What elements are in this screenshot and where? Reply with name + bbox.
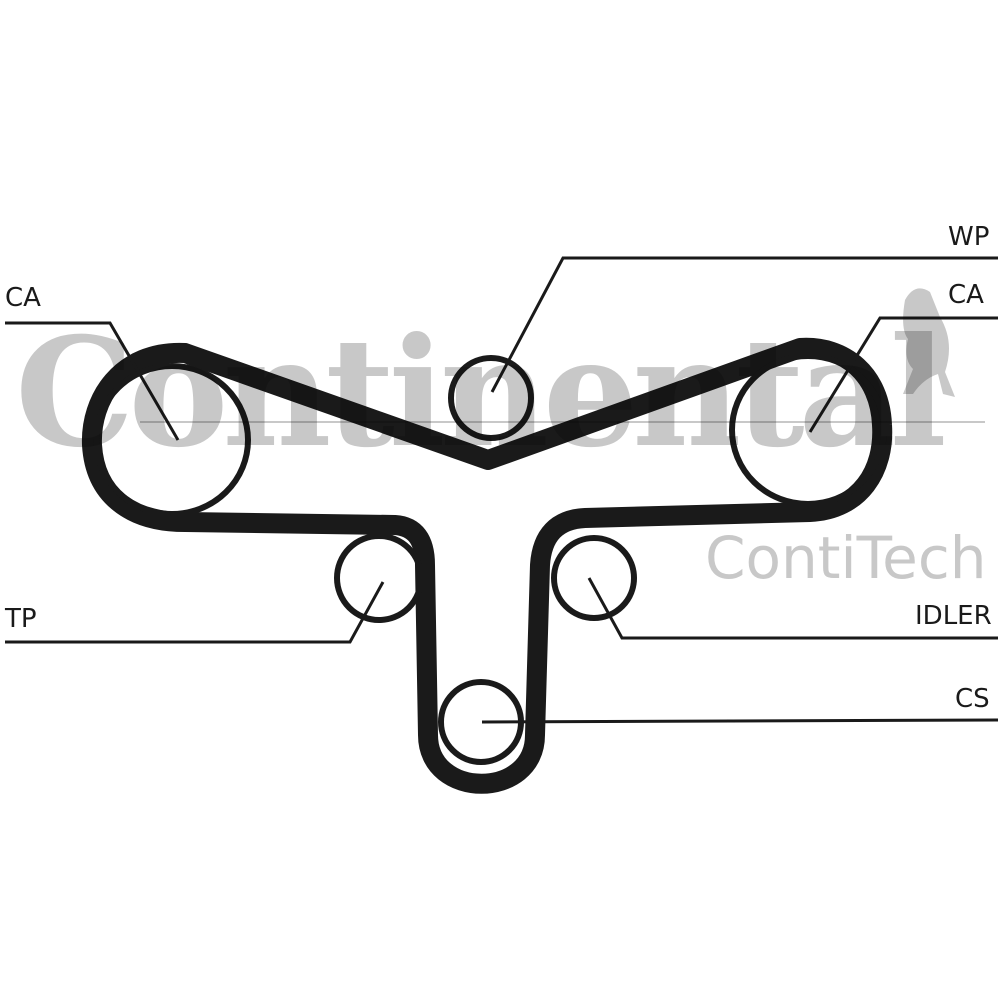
label-tp: TP [4, 604, 37, 634]
label-ca-left: CA [5, 283, 41, 313]
pulley-ca-left [93, 363, 251, 517]
label-idler: IDLER [915, 601, 992, 631]
leader-wp [490, 256, 998, 393]
watermark-horse-icon [903, 288, 955, 397]
watermark-continental: Continental [15, 305, 944, 481]
leader-ca-left [5, 321, 180, 441]
label-cs: CS [955, 684, 990, 714]
label-ca-right: CA [948, 280, 984, 310]
leader-tp [5, 581, 385, 644]
pulley-ca-right [729, 353, 887, 507]
leader-cs [481, 718, 999, 724]
leader-ca-right [808, 316, 998, 433]
watermark-contitech: ContiTech [705, 524, 987, 592]
pulley-tp [334, 533, 424, 623]
pulley-wp [448, 355, 534, 441]
leader-idler [587, 577, 998, 640]
pulley-idler [551, 535, 637, 621]
label-wp: WP [948, 222, 989, 252]
